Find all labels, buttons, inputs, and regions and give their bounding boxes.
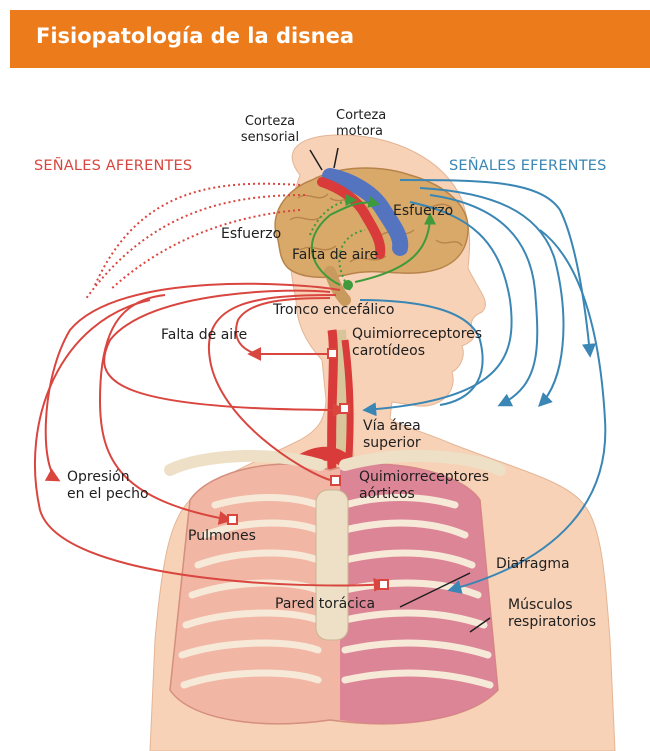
diaphragm-label: Diafragma [496,556,570,573]
air-hunger-label: Falta de aire [161,327,247,344]
chest-tightness-label: Opresión en el pecho [67,469,149,503]
motor-cortex-label: Corteza motora [336,108,386,140]
aortic-line-1: Quimiorreceptores [359,469,489,486]
lungs-label: Pulmones [188,528,256,545]
aortic-chemoreceptors-label: Quimiorreceptores aórticos [359,469,489,503]
upper-airway-line-1: Vía área [363,418,421,435]
efferent-signals-label: SEÑALES EFERENTES [449,158,607,175]
upper-airway-line-2: superior [363,435,421,452]
chest-tightness-line-2: en el pecho [67,486,149,503]
effort-label-right: Esfuerzo [393,203,453,220]
motor-cortex-line-2: motora [336,124,386,140]
carotid-line-1: Quimiorreceptores [352,326,482,343]
sensory-cortex-line-2: sensorial [225,130,315,146]
chest-tightness-line-1: Opresión [67,469,149,486]
afferent-signals-label: SEÑALES AFERENTES [34,158,192,175]
carotid-line-2: carotídeos [352,343,482,360]
sensory-cortex-line-1: Corteza [225,114,315,130]
effort-label-left: Esfuerzo [221,226,281,243]
sensory-cortex-label: Corteza sensorial [225,114,315,146]
respiratory-muscles-line-1: Músculos [508,597,596,614]
respiratory-muscles-line-2: respiratorios [508,614,596,631]
upper-airway-label: Vía área superior [363,418,421,452]
respiratory-muscles-label: Músculos respiratorios [508,597,596,631]
air-hunger-brain-label: Falta de aire [292,247,378,264]
aortic-line-2: aórticos [359,486,489,503]
brainstem-label: Tronco encefálico [273,302,394,319]
chest-wall-label: Pared torácica [275,596,375,613]
carotid-chemoreceptors-label: Quimiorreceptores carotídeos [352,326,482,360]
motor-cortex-line-1: Corteza [336,108,386,124]
